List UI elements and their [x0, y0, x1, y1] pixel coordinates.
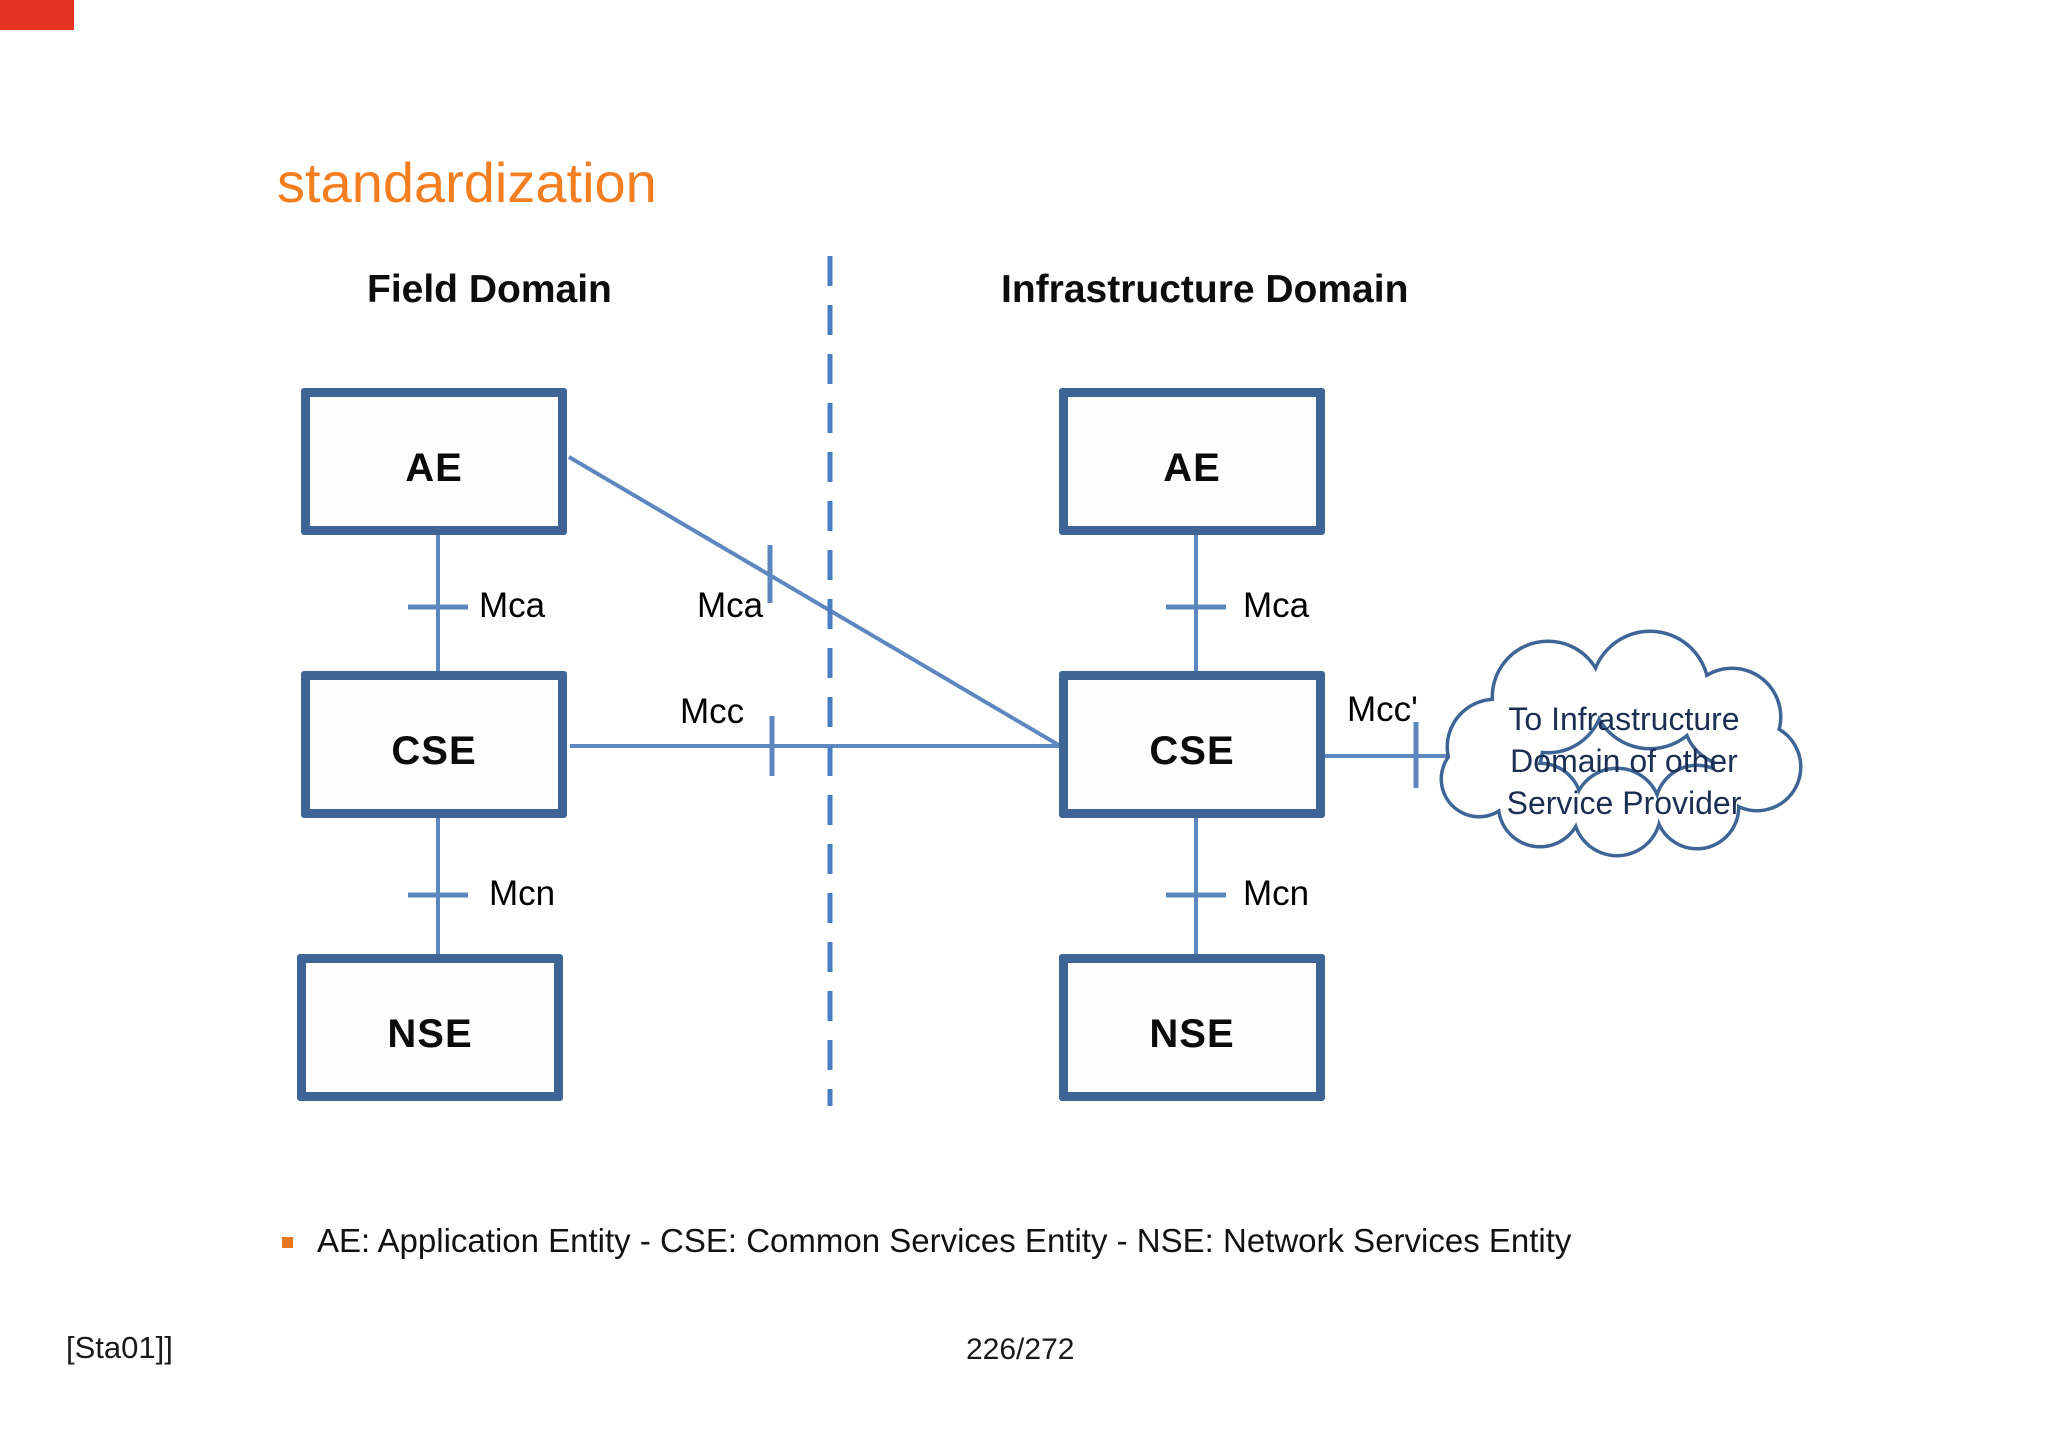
field-domain-heading: Field Domain	[367, 268, 612, 311]
field-cse-box: CSE	[301, 671, 567, 818]
mcc-label: Mcc	[680, 692, 745, 731]
legend-text: AE: Application Entity - CSE: Common Ser…	[317, 1222, 1572, 1259]
mca-infrastructure-label: Mca	[1243, 586, 1310, 625]
cloud-shape	[1439, 629, 1803, 858]
infrastructure-domain-heading: Infrastructure Domain	[1001, 268, 1409, 311]
corner-red-mark	[0, 0, 74, 30]
legend-row: AE: Application Entity - CSE: Common Ser…	[282, 1222, 1571, 1260]
field-ae-box: AE	[301, 388, 567, 535]
mca-field-label: Mca	[479, 586, 546, 625]
infrastructure-cse-box: CSE	[1059, 671, 1325, 818]
connector-lines	[436, 455, 1452, 956]
page-title: standardization	[277, 151, 657, 214]
field-ae-label: AE	[405, 446, 463, 490]
mcn-field-label: Mcn	[489, 874, 556, 913]
infrastructure-cse-label: CSE	[1149, 729, 1235, 773]
cloud-text-line-3: Service Provider	[1506, 785, 1742, 821]
infrastructure-nse-label: NSE	[1149, 1012, 1235, 1056]
mcn-infrastructure-label: Mcn	[1243, 874, 1310, 913]
infrastructure-nse-box: NSE	[1059, 954, 1325, 1101]
mca-inter-domain-label: Mca	[697, 586, 764, 625]
footer-reference: [Sta01]]	[66, 1330, 173, 1365]
reference-point-ticks	[408, 545, 1419, 898]
cloud-text: To Infrastructure Domain of other Servic…	[1459, 698, 1789, 824]
mcc-prime-label: Mcc'	[1347, 690, 1418, 729]
infrastructure-ae-box: AE	[1059, 388, 1325, 535]
field-cse-label: CSE	[391, 729, 477, 773]
footer-page-number: 226/272	[966, 1333, 1075, 1366]
infrastructure-ae-label: AE	[1163, 446, 1221, 490]
legend-bullet-icon	[282, 1237, 293, 1248]
field-nse-label: NSE	[387, 1012, 473, 1056]
field-nse-box: NSE	[297, 954, 563, 1101]
cloud-text-line-1: To Infrastructure	[1508, 701, 1740, 737]
cloud-text-line-2: Domain of other	[1510, 743, 1738, 779]
